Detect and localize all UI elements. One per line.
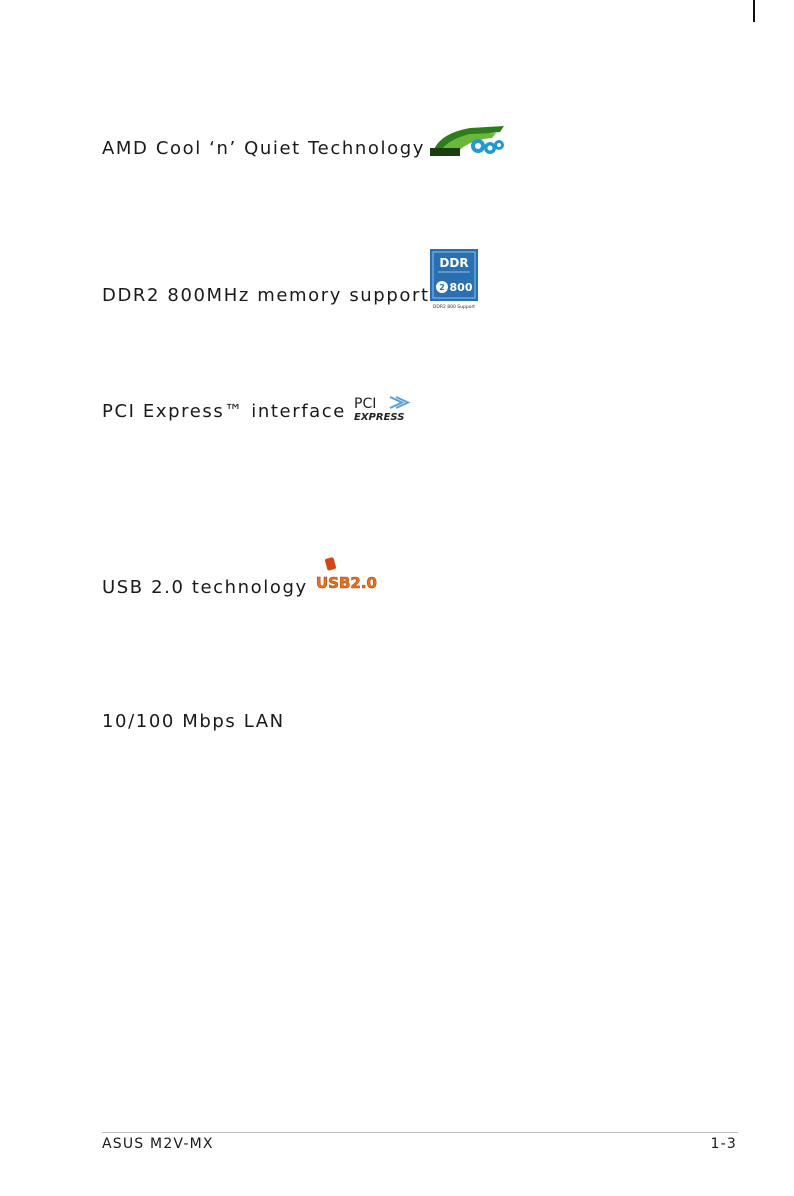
cool-n-quiet-logo-icon <box>426 124 506 158</box>
ddr-logo-text: DDR <box>439 256 468 270</box>
heading-ddr2-800: DDR2 800MHz memory support <box>102 285 430 306</box>
heading-cool-n-quiet: AMD Cool ‘n’ Quiet Technology <box>102 138 425 159</box>
ddr-logo-number: 800 <box>450 281 473 294</box>
pci-logo-text: PCI <box>354 396 376 412</box>
heading-pci-express: PCI Express™ interface <box>102 401 346 422</box>
heading-lan: 10/100 Mbps LAN <box>102 711 285 732</box>
footer-page-number: 1-3 <box>711 1136 737 1152</box>
svg-text:2: 2 <box>439 283 445 292</box>
usb-2-logo-icon: USB2.0 <box>314 556 380 594</box>
ddr-logo-caption: DDR2 800 Support <box>433 304 475 310</box>
footer-rule <box>102 1132 738 1133</box>
usb-logo-text: USB2.0 <box>316 574 377 592</box>
top-margin-rule <box>753 0 755 22</box>
pci-express-logo-icon: PCI EXPRESS <box>352 394 420 422</box>
express-logo-text: EXPRESS <box>354 412 404 422</box>
footer-product-name: ASUS M2V-MX <box>102 1136 214 1152</box>
heading-usb-2: USB 2.0 technology <box>102 577 308 598</box>
ddr2-800-logo-icon: DDR 2 800 DDR2 800 Support <box>430 249 478 311</box>
